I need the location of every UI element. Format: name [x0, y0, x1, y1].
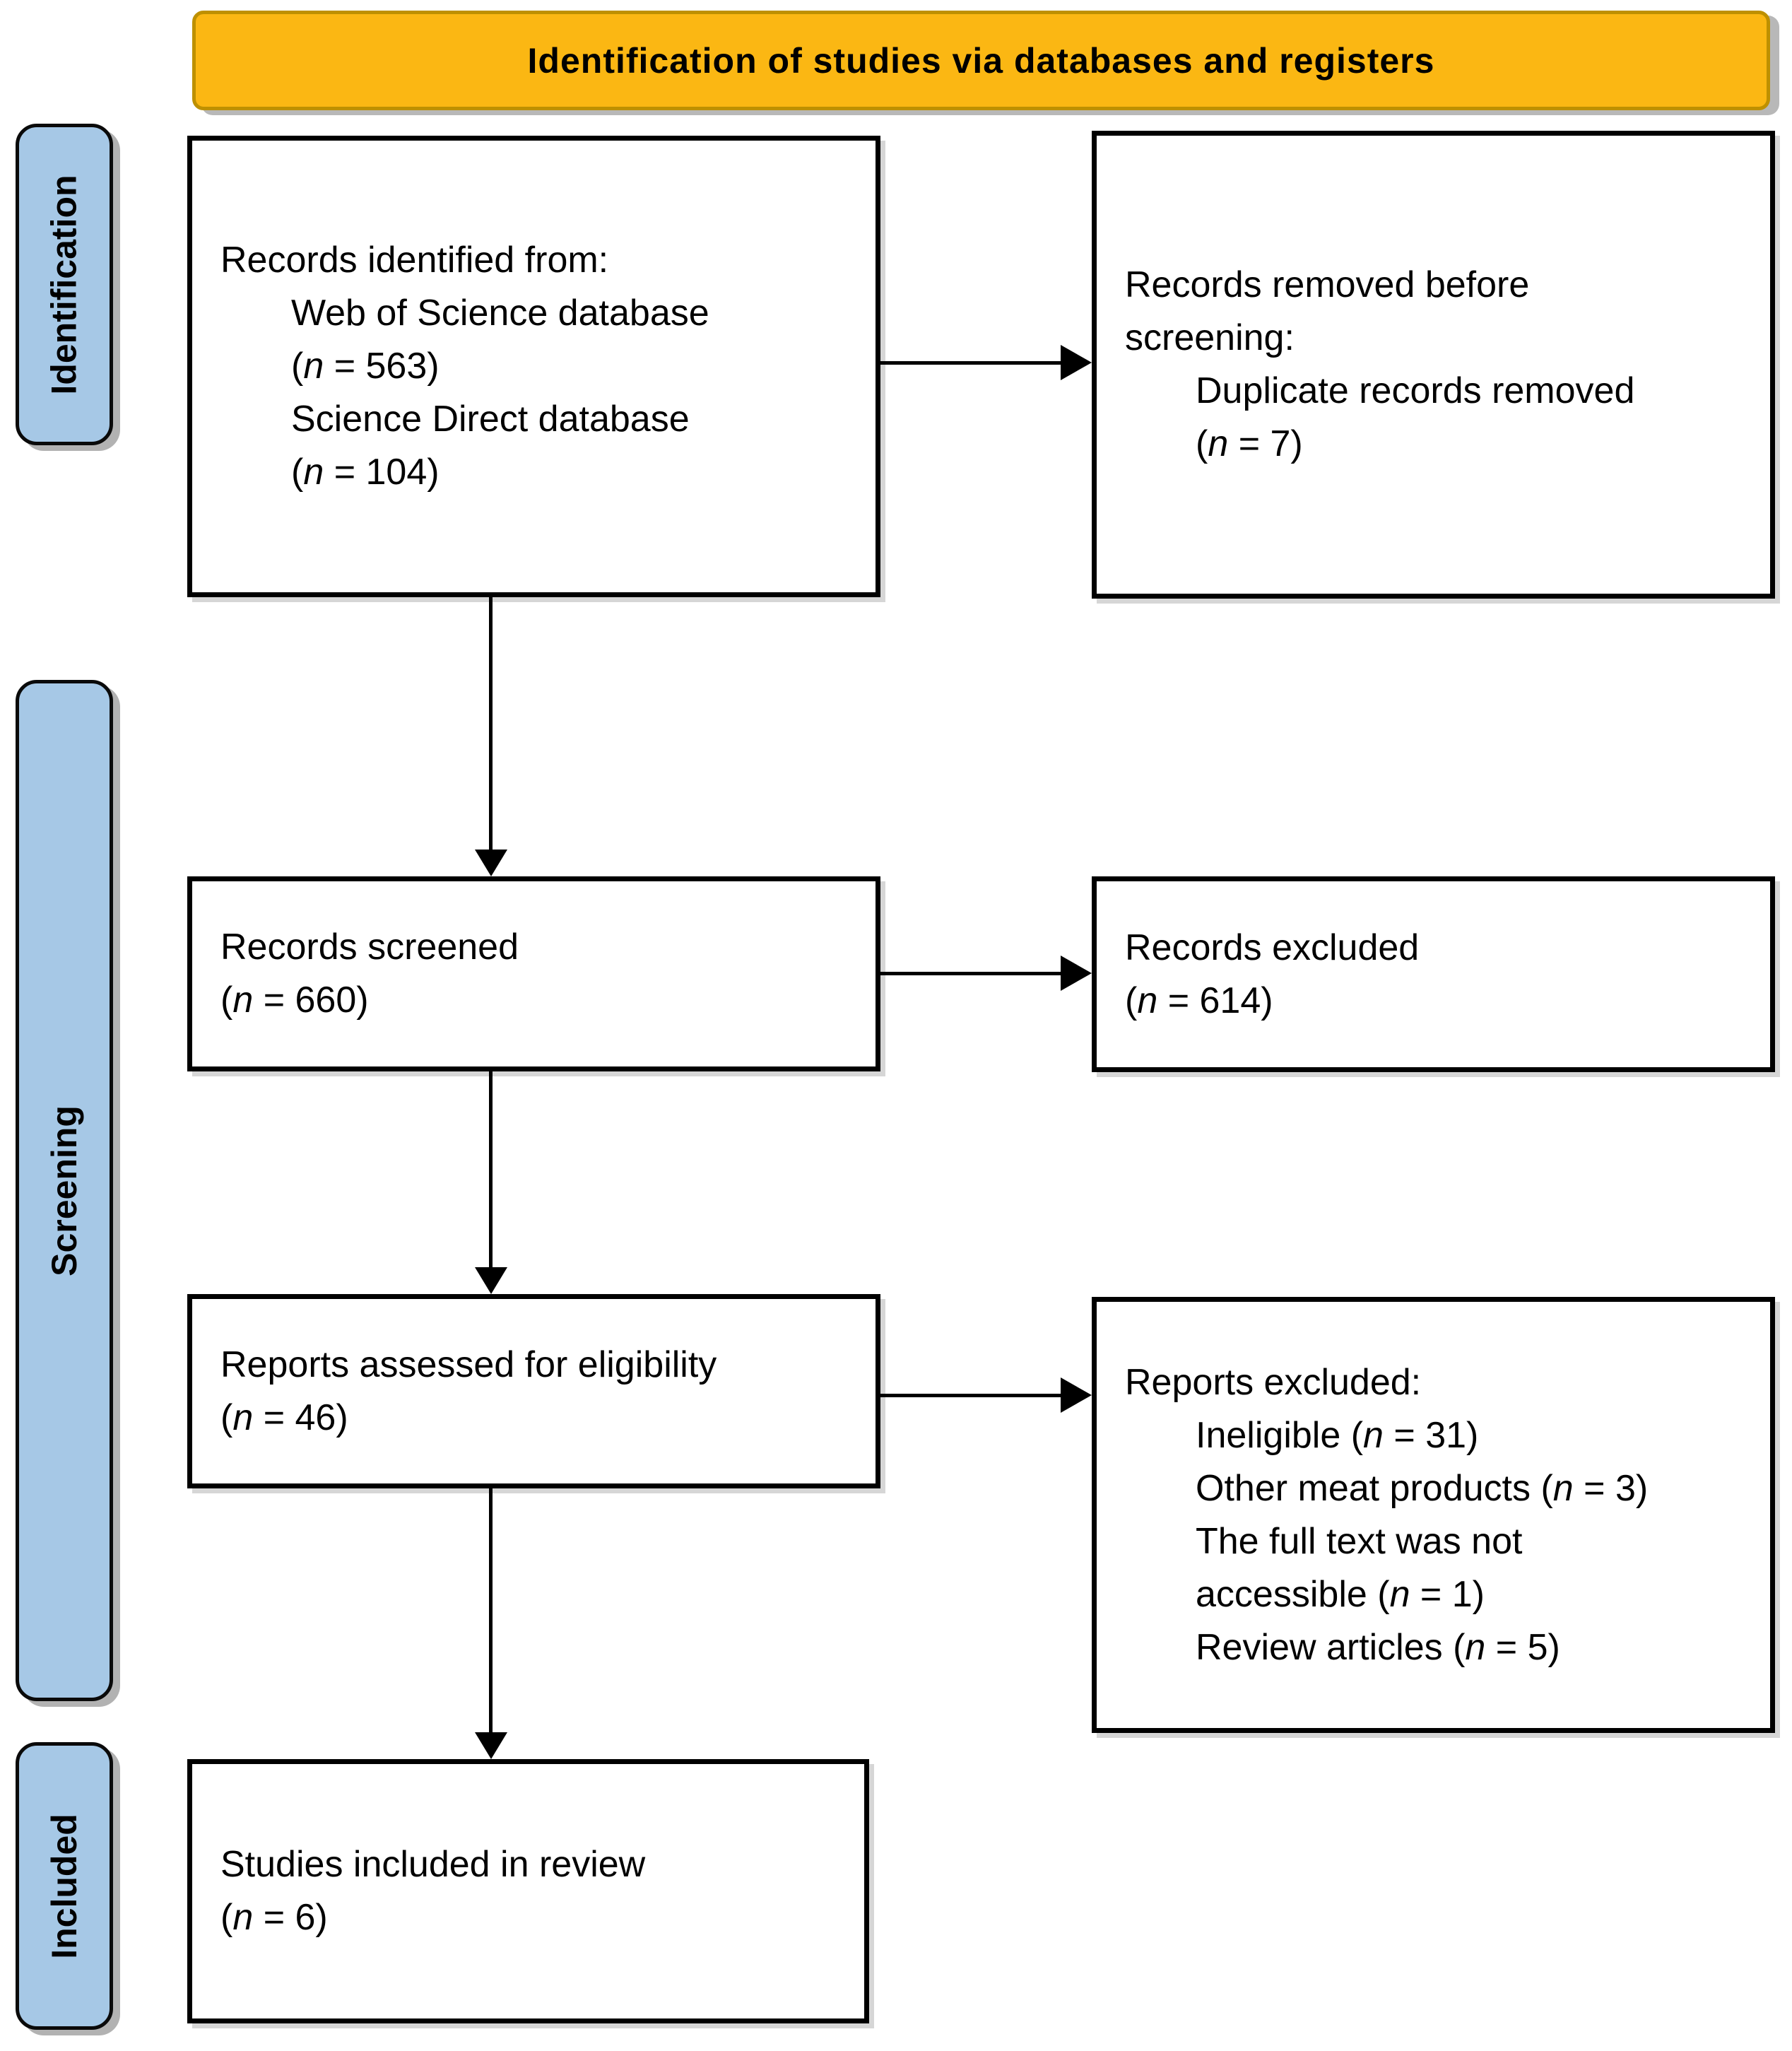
- title-banner: Identification of studies via databases …: [192, 11, 1770, 110]
- box-line: (n = 7): [1196, 423, 1303, 464]
- box-line: Records identified from:: [220, 240, 609, 281]
- box-line: Science Direct database: [291, 399, 690, 440]
- box-records-removed: Records removed before screening: Duplic…: [1092, 131, 1775, 599]
- stage-identification-text: Identification: [45, 174, 85, 395]
- arrow-identified-to-removed-head: [1061, 345, 1092, 380]
- box-line: (n = 660): [220, 980, 369, 1021]
- box-line: Reports assessed for eligibility: [220, 1344, 717, 1385]
- arrow-screened-to-assessed-line: [489, 1071, 493, 1269]
- arrow-identified-to-screened-line: [489, 597, 493, 853]
- box-reports-assessed: Reports assessed for eligibility (n = 46…: [187, 1294, 880, 1488]
- arrow-assessed-to-reports-excluded-line: [880, 1394, 1063, 1397]
- box-line: (n = 6): [220, 1897, 328, 1938]
- box-line: (n = 614): [1125, 980, 1273, 1021]
- box-line: Duplicate records removed: [1196, 370, 1635, 411]
- stage-label-identification: Identification: [16, 124, 113, 445]
- stage-screening-text: Screening: [45, 1105, 84, 1276]
- box-records-screened: Records screened (n = 660): [187, 876, 880, 1071]
- box-line: Ineligible (n = 31): [1196, 1414, 1479, 1456]
- box-studies-included: Studies included in review (n = 6): [187, 1759, 869, 2023]
- stage-label-screening: Screening: [16, 680, 113, 1701]
- arrow-identified-to-removed-line: [880, 361, 1063, 365]
- arrow-screened-to-excluded-line: [880, 972, 1063, 975]
- box-line: Records removed before: [1125, 264, 1530, 305]
- box-records-identified: Records identified from: Web of Science …: [187, 136, 880, 597]
- box-line: Review articles (n = 5): [1196, 1626, 1560, 1668]
- box-line: Studies included in review: [220, 1844, 646, 1885]
- arrow-assessed-to-included-head: [475, 1732, 507, 1759]
- box-line: (n = 563): [291, 346, 440, 387]
- box-line: The full text was not: [1196, 1520, 1523, 1562]
- arrow-identified-to-screened-head: [475, 850, 507, 876]
- box-reports-excluded: Reports excluded: Ineligible (n = 31) Ot…: [1092, 1297, 1775, 1733]
- stage-label-included: Included: [16, 1742, 113, 2030]
- box-line: Web of Science database: [291, 293, 709, 334]
- diagram-title: Identification of studies via databases …: [527, 40, 1435, 81]
- arrow-assessed-to-reports-excluded-head: [1061, 1377, 1092, 1413]
- box-records-excluded: Records excluded (n = 614): [1092, 876, 1775, 1072]
- arrow-screened-to-excluded-head: [1061, 956, 1092, 991]
- box-line: Reports excluded:: [1125, 1361, 1422, 1403]
- arrow-assessed-to-included-line: [489, 1488, 493, 1734]
- arrow-screened-to-assessed-head: [475, 1267, 507, 1294]
- box-line: (n = 46): [220, 1397, 348, 1438]
- stage-included-text: Included: [45, 1813, 85, 1959]
- box-line: accessible (n = 1): [1196, 1573, 1485, 1615]
- box-line: screening:: [1125, 317, 1295, 358]
- box-line: Records excluded: [1125, 927, 1420, 968]
- box-line: (n = 104): [291, 452, 440, 493]
- box-line: Records screened: [220, 927, 519, 968]
- box-line: Other meat products (n = 3): [1196, 1467, 1649, 1509]
